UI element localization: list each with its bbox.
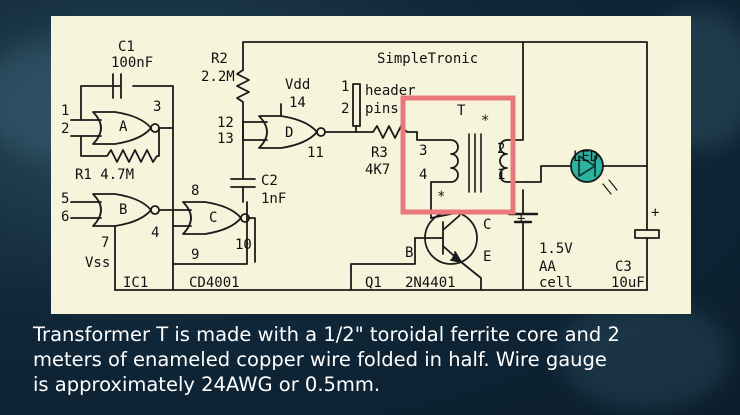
r3-resistor (355, 125, 418, 139)
transformer-highlight-box (400, 95, 516, 215)
led-light-arrows (602, 179, 618, 195)
pin-11-label: 11 (307, 145, 324, 161)
gate-c-label: C (209, 210, 218, 226)
r2-label: R2 (211, 51, 228, 67)
r2-resistor (236, 69, 250, 123)
q1-collector-label: C (483, 217, 492, 233)
caption-line-1: Transformer T is made with a 1/2" toroid… (33, 323, 620, 346)
wire (242, 121, 268, 141)
c1-value: 100nF (111, 55, 154, 71)
gate-a-label: A (119, 119, 128, 135)
pin-2-label: 2 (61, 121, 70, 137)
r1-label: R1 4.7M (75, 167, 135, 183)
q1-base-label: B (405, 245, 414, 261)
caption: Transformer T is made with a 1/2" toroid… (33, 322, 723, 397)
pin-12-label: 12 (217, 115, 234, 131)
nor-gate-d (258, 115, 318, 149)
r3-value: 4K7 (365, 162, 391, 178)
nor-gate-a-bubble (150, 123, 160, 133)
c3-value: 10uF (611, 275, 645, 291)
nor-gate-b-bubble (150, 205, 160, 215)
wire (526, 165, 572, 183)
caption-line-2: meters of enameled copper wire folded in… (33, 348, 607, 371)
wire (80, 85, 174, 291)
c1-label: C1 (118, 39, 135, 55)
wire (70, 201, 174, 219)
wire (172, 209, 256, 263)
q1-emitter-label: E (483, 249, 492, 265)
pin-7-label: 7 (101, 235, 110, 251)
transformer-pin3-label: 3 (419, 143, 428, 159)
c1-capacitor (112, 73, 122, 99)
transformer-pin2-label: 2 (497, 141, 506, 157)
nor-gate-c (182, 201, 242, 235)
nor-gate-d-bubble (316, 127, 326, 137)
transformer-secondary-coil (499, 139, 528, 183)
pin-3-label: 3 (153, 99, 162, 115)
ic1-part-label: CD4001 (189, 275, 240, 291)
wire (70, 119, 174, 137)
gate-d-label: D (285, 125, 294, 141)
header-label-line2: pins (365, 101, 399, 117)
pin-9-label: 9 (191, 247, 200, 263)
transformer-star-bottom: * (437, 189, 446, 205)
transformer-label: T (457, 103, 466, 119)
vdd-pin-label: 14 (289, 95, 306, 111)
gate-b-label: B (119, 202, 128, 218)
wire (172, 201, 248, 265)
c3-label: C3 (615, 259, 632, 275)
pin-13-label: 13 (217, 131, 234, 147)
ic1-label: IC1 (123, 275, 149, 291)
q1-part-label: 2N4401 (405, 275, 456, 291)
transistor-emitter-arrow (450, 251, 462, 263)
c2-value: 1nF (261, 191, 287, 207)
pin-10-label: 10 (235, 237, 252, 253)
header-pin1-label: 1 (341, 79, 350, 95)
battery-type-label: AA (539, 259, 556, 275)
transformer-star-top: * (481, 113, 490, 129)
nor-gate-b (92, 193, 152, 227)
c3-plus-label: + (651, 205, 660, 221)
battery-plus-label: + (517, 211, 526, 227)
c3-capacitor (634, 229, 660, 239)
vdd-label: Vdd (285, 77, 311, 93)
wire (414, 215, 462, 263)
pin-1-label: 1 (61, 103, 70, 119)
pin-8-label: 8 (191, 183, 200, 199)
battery-cell-label: cell (539, 275, 573, 291)
nor-gate-a (92, 111, 152, 145)
battery-voltage-label: 1.5V (539, 241, 573, 257)
led-label: LED (573, 149, 599, 165)
wire (242, 41, 648, 231)
wire (350, 237, 416, 291)
brand-label: SimpleTronic (377, 51, 479, 67)
c2-capacitor (230, 178, 256, 188)
q1-label: Q1 (365, 275, 382, 291)
r1-resistor (80, 127, 160, 163)
r3-label: R3 (371, 145, 388, 161)
pin-4-label: 4 (151, 225, 160, 241)
led-symbol (578, 155, 596, 177)
schematic-panel: C1 100nF R2 2.2M SimpleTronic Vdd 14 1 2… (51, 16, 691, 314)
header-pin2-label: 2 (341, 101, 350, 117)
transformer-pin1-label: 1 (497, 167, 506, 183)
c2-label: C2 (261, 173, 278, 189)
transformer-pin4-label: 4 (419, 167, 428, 183)
transformer-primary-coil (416, 131, 459, 219)
vss-label: Vss (85, 255, 111, 271)
schematic-drawing (70, 41, 660, 291)
header-label-line1: header (365, 83, 416, 99)
caption-line-3: is approximately 24AWG or 0.5mm. (33, 373, 381, 396)
pin-5-label: 5 (61, 191, 70, 207)
r2-value: 2.2M (201, 69, 235, 85)
pin-6-label: 6 (61, 209, 70, 225)
transformer-core (468, 133, 482, 193)
background-blob (560, 300, 730, 410)
header-pins (352, 83, 361, 127)
